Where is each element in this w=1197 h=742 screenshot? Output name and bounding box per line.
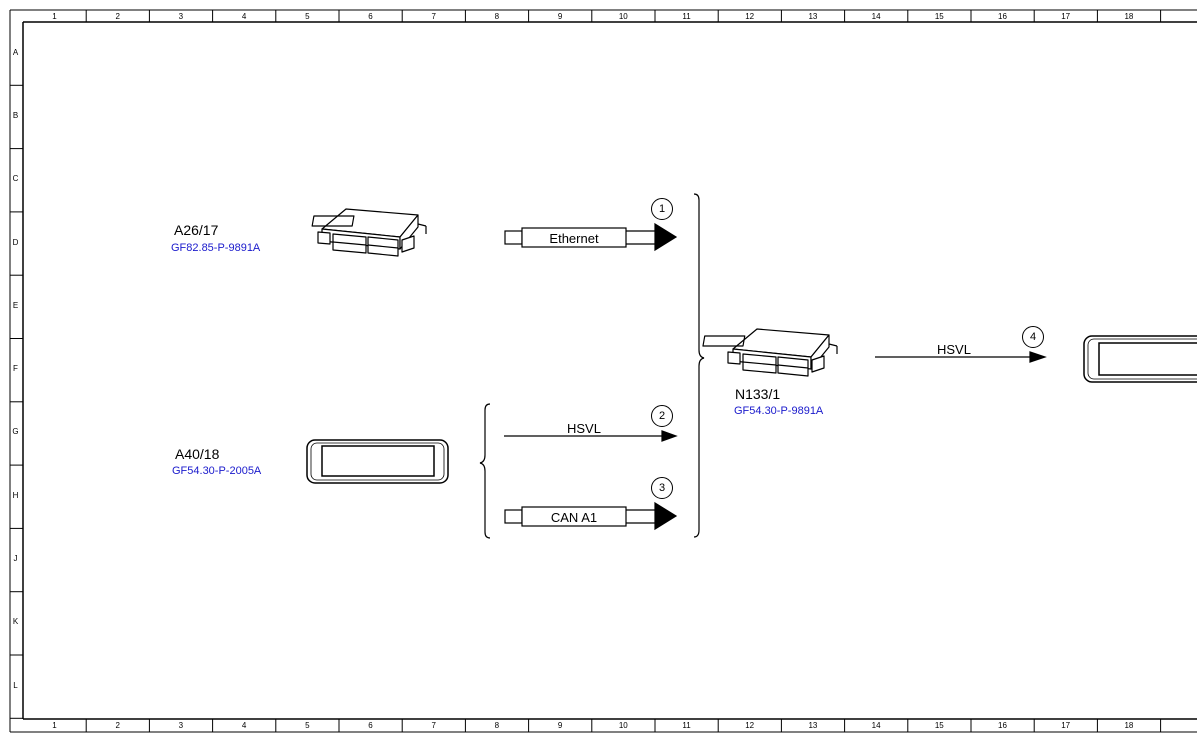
column-label: 16 — [998, 12, 1007, 21]
column-label: 3 — [178, 12, 184, 21]
n133-1-ref-link[interactable]: GF54.30-P-9891A — [734, 405, 824, 417]
a40-18-code: A40/18 — [175, 446, 220, 462]
column-label: 14 — [871, 721, 881, 730]
row-label: D — [12, 237, 19, 247]
column-label: 15 — [934, 721, 944, 730]
column-label: 15 — [934, 12, 944, 21]
column-label: 10 — [618, 721, 628, 730]
column-label: 13 — [808, 12, 818, 21]
control-unit-a26-17-icon — [311, 208, 427, 257]
column-label: 18 — [1124, 721, 1134, 730]
column-label: 2 — [115, 721, 120, 730]
row-ticks — [10, 84, 23, 719]
a26-17-ref-link[interactable]: GF82.85-P-9891A — [171, 242, 261, 254]
column-label: 12 — [745, 721, 755, 730]
column-label: 5 — [305, 12, 310, 21]
a26-17-code: A26/17 — [174, 222, 219, 238]
display-right-icon — [1083, 335, 1197, 383]
column-label: 1 — [52, 721, 57, 730]
column-label: 1 — [52, 12, 57, 21]
column-label: 10 — [618, 12, 628, 21]
column-label: 17 — [1061, 721, 1071, 730]
column-label: 11 — [682, 721, 691, 730]
row-label: H — [12, 490, 19, 500]
ethernet-bus-arrow — [504, 222, 678, 252]
hsvl-arrow-4 — [875, 351, 1047, 363]
row-label: B — [12, 110, 19, 120]
column-label: 8 — [494, 12, 500, 21]
column-label: 4 — [241, 12, 247, 21]
callout-4: 4 — [1022, 326, 1044, 348]
column-label: 4 — [241, 721, 247, 730]
column-label: 17 — [1061, 12, 1071, 21]
hsvl-arrow-2 — [504, 430, 678, 442]
column-ticks — [85, 10, 1162, 732]
column-label: 7 — [431, 12, 436, 21]
column-label: 7 — [431, 721, 436, 730]
row-label: G — [12, 427, 19, 437]
column-label: 9 — [557, 721, 563, 730]
hsvl-label-2: HSVL — [567, 421, 601, 436]
row-label: C — [12, 174, 19, 184]
column-label: 18 — [1124, 12, 1134, 21]
column-label: 3 — [178, 721, 184, 730]
column-label: 9 — [557, 12, 563, 21]
ethernet-label: Ethernet — [549, 231, 599, 246]
column-label: 16 — [998, 721, 1007, 730]
row-label: L — [13, 680, 18, 690]
n133-1-code: N133/1 — [735, 386, 781, 402]
row-label: A — [12, 47, 19, 57]
row-label: F — [13, 364, 18, 374]
column-label: 11 — [682, 12, 691, 21]
callout-1: 1 — [651, 198, 673, 220]
column-label: 6 — [368, 721, 373, 730]
display-a40-18-icon — [306, 439, 449, 484]
brace-left-lower — [479, 403, 491, 539]
drawing-frame — [9, 9, 1197, 733]
column-label: 5 — [305, 721, 310, 730]
row-label: E — [12, 300, 19, 310]
column-label: 6 — [368, 12, 373, 21]
row-label: J — [13, 554, 18, 564]
brace-right-main — [693, 193, 705, 538]
column-label: 13 — [808, 721, 818, 730]
row-label: K — [12, 617, 19, 627]
a40-18-ref-link[interactable]: GF54.30-P-2005A — [172, 465, 262, 477]
column-label: 2 — [115, 12, 120, 21]
callout-2: 2 — [651, 405, 673, 427]
control-unit-n133-1-icon — [702, 328, 838, 377]
column-label: 8 — [494, 721, 500, 730]
column-label: 12 — [745, 12, 755, 21]
can-a1-bus-arrow — [504, 501, 678, 531]
can-a1-label: CAN A1 — [550, 510, 598, 525]
callout-3: 3 — [651, 477, 673, 499]
column-label: 14 — [871, 12, 881, 21]
hsvl-label-4: HSVL — [937, 342, 971, 357]
